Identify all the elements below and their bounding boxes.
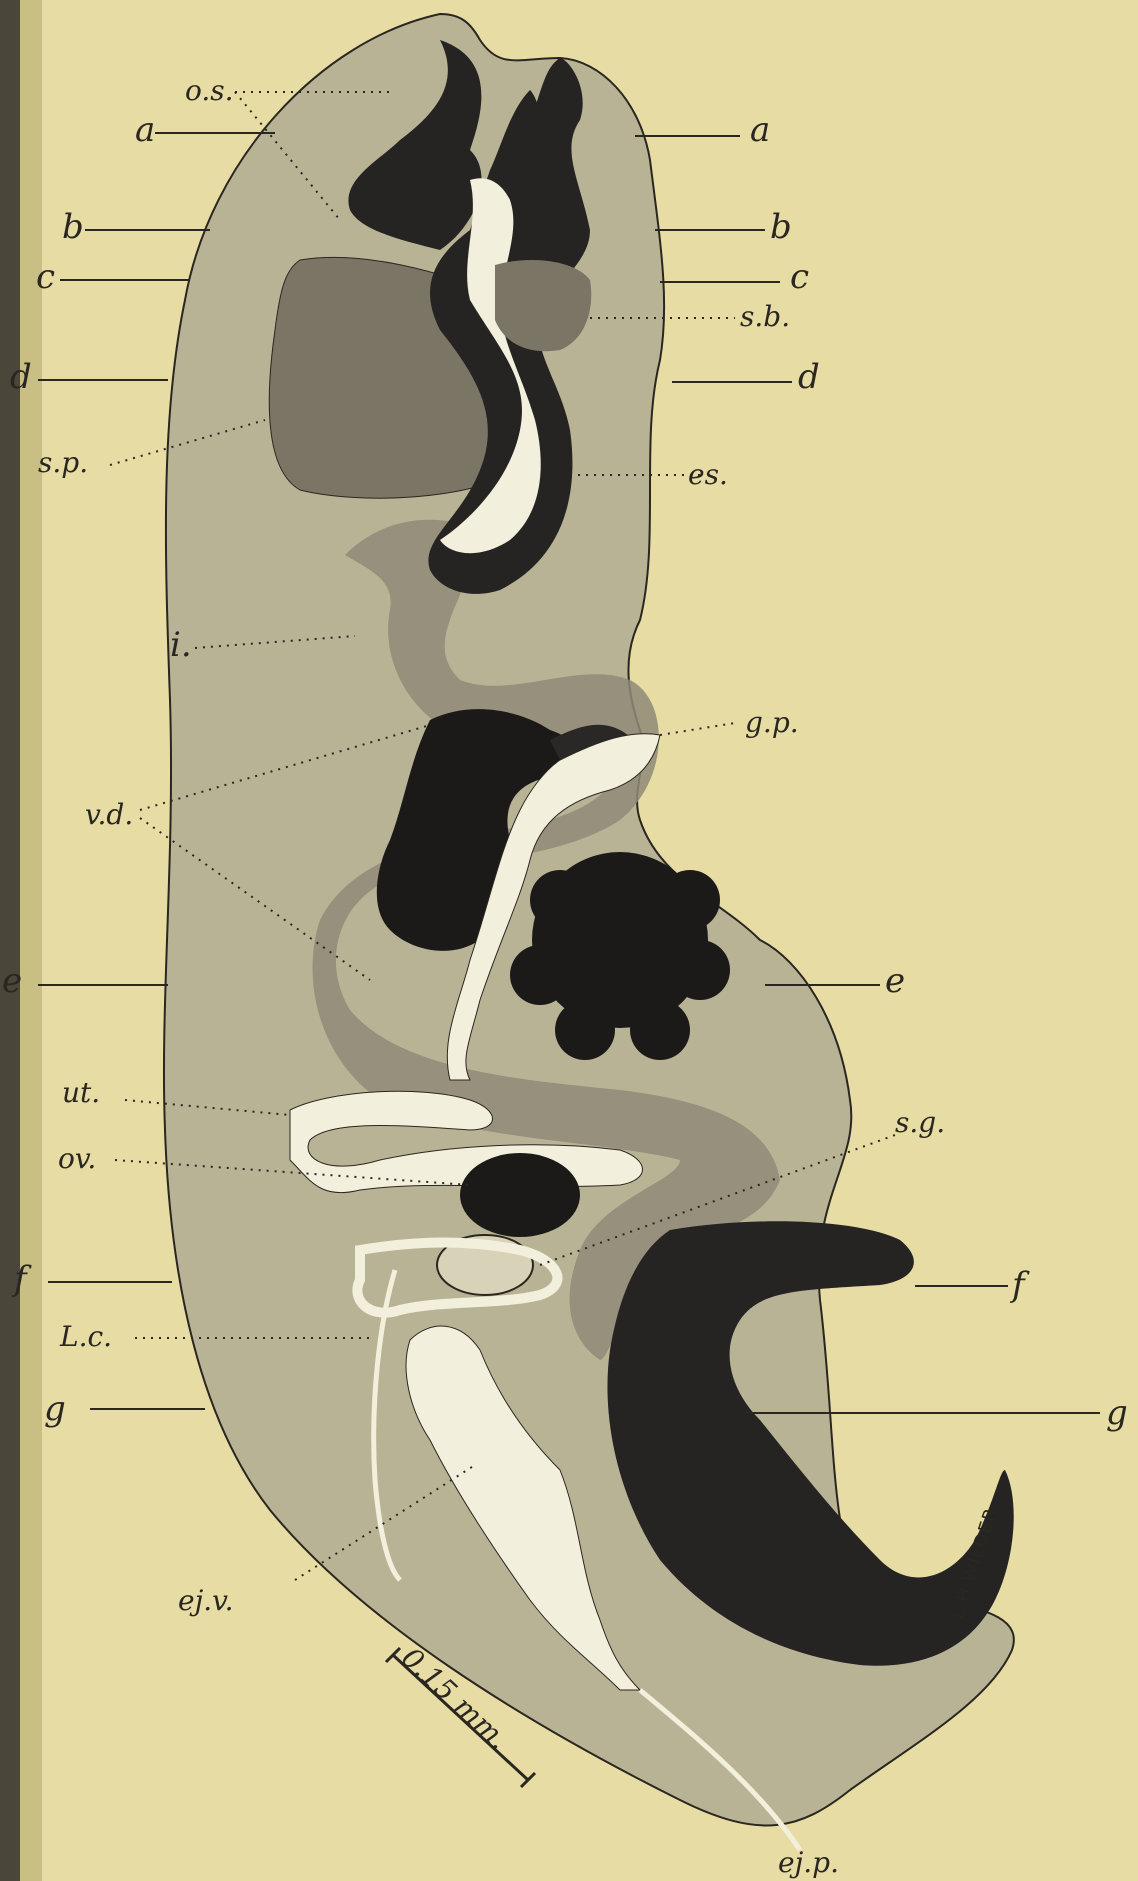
label-sg: s.g. — [895, 1106, 945, 1139]
label-sp: s.p. — [38, 446, 88, 479]
label-g-right: g — [1106, 1393, 1128, 1433]
label-b-left: b — [62, 207, 84, 247]
sb-lobe — [495, 260, 591, 351]
label-lc: L.c. — [59, 1320, 112, 1353]
label-ejv: ej.v. — [178, 1584, 234, 1617]
label-i: i. — [170, 625, 192, 665]
label-d-right: d — [798, 357, 820, 397]
label-e-right: e — [885, 961, 905, 1001]
label-ejp: ej.p. — [778, 1846, 839, 1879]
label-sb: s.b. — [740, 300, 790, 333]
label-d-left: d — [10, 357, 32, 397]
book-edge — [0, 0, 20, 1881]
label-gp: g.p. — [745, 706, 799, 739]
label-vd: v.d. — [85, 798, 133, 831]
label-b-right: b — [770, 207, 792, 247]
label-ov: ov. — [58, 1142, 96, 1175]
label-os: o.s. — [185, 74, 234, 107]
label-c-left: c — [36, 257, 55, 297]
label-ut: ut. — [62, 1076, 100, 1109]
label-a-right: a — [750, 110, 770, 150]
label-c-right: c — [790, 257, 809, 297]
label-e-left: e — [2, 961, 22, 1001]
ovary — [460, 1153, 580, 1237]
label-g-left: g — [44, 1389, 66, 1429]
label-a-left: a — [135, 110, 155, 150]
label-es: es. — [688, 458, 728, 491]
